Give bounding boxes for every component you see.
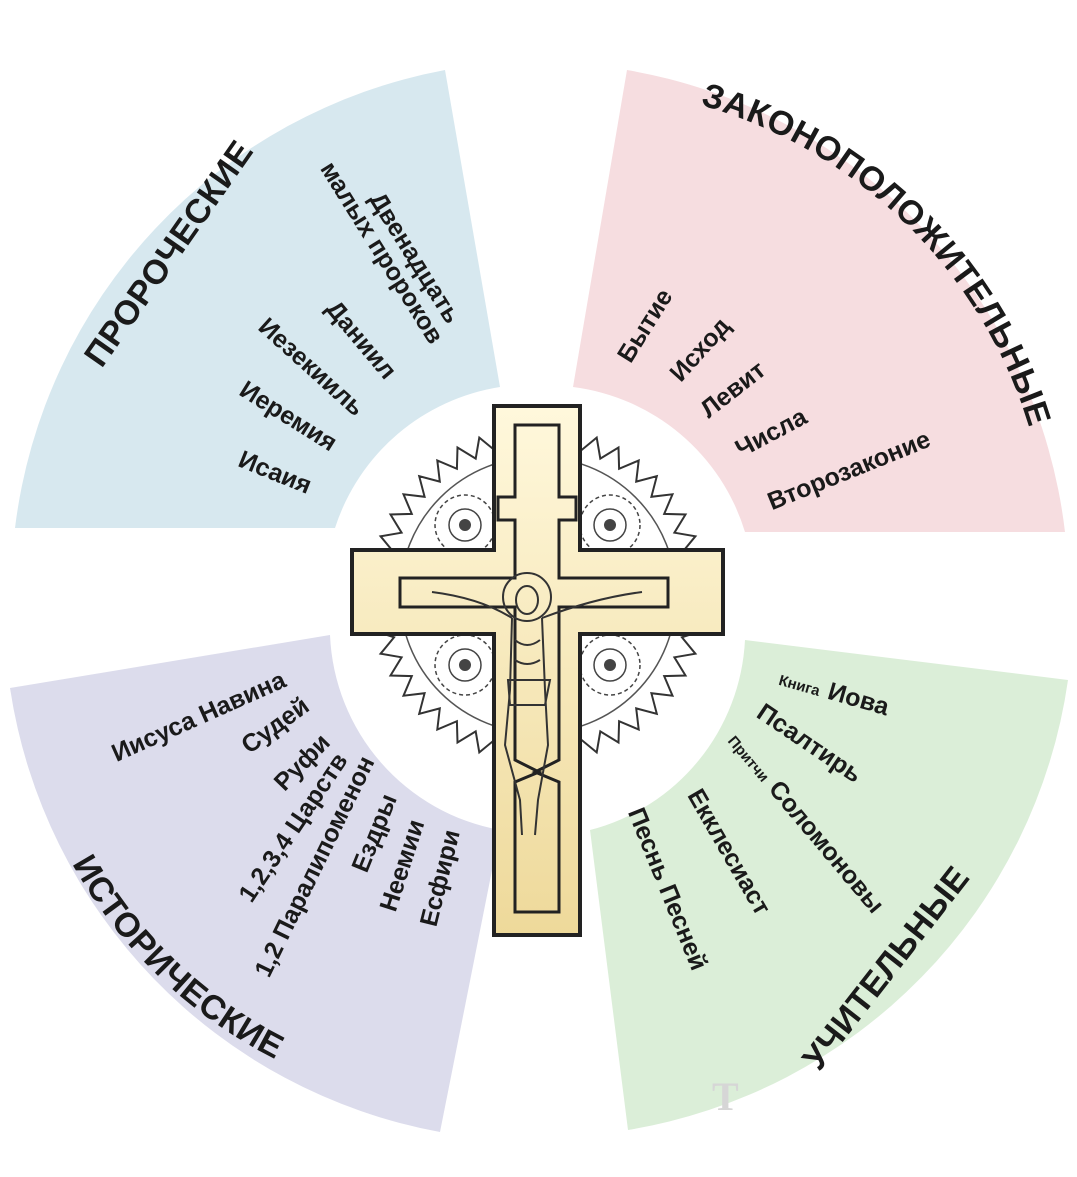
sector-law — [573, 70, 1065, 532]
sector-historical — [10, 635, 500, 1132]
crucifix-figure-icon — [431, 572, 643, 836]
watermark: Т — [712, 1074, 739, 1119]
sector-prophetic — [15, 70, 500, 528]
cross-icon — [350, 404, 725, 937]
sector-teaching — [590, 640, 1068, 1130]
